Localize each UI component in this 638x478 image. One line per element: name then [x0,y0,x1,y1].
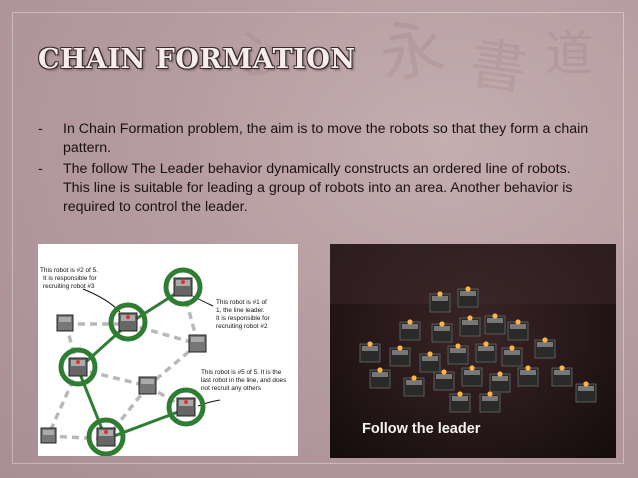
chain-ring-robot-3 [58,347,98,387]
photo-robot [433,369,455,391]
robot-icon [118,312,138,332]
robot-icon [68,357,88,377]
bullet-item: - The follow The Leader behavior dynamic… [38,160,598,217]
photo-robot [551,365,573,387]
photo-robot [431,321,453,343]
robots [40,277,207,447]
bullet-marker: - [38,161,43,177]
photo-caption: Follow the leader [362,421,481,437]
photo-robot [479,391,501,413]
chain-rings [58,267,206,457]
photo-robot [359,341,381,363]
robot-icon [40,427,57,444]
photo-robot [575,381,597,403]
background-calligraphy-1: 永 [374,10,450,94]
photo-robot [419,351,441,373]
photo-robot [459,315,481,337]
photo-robot [457,286,479,308]
label-robot-5: This robot is #5 of 5. It is the last ro… [201,369,288,392]
photo-robot [475,341,497,363]
background-calligraphy-3: 道 [545,26,594,82]
background-calligraphy-2: 書 [465,31,531,104]
slide-title: CHAIN FORMATION [38,44,356,75]
photo-robot [534,337,556,359]
photo-robot [517,365,539,387]
photo-robot [507,319,529,341]
photo-robot [399,319,421,341]
chain-diagram: This robot is #2 of 5. It is responsible… [38,244,298,457]
bullet-text: The follow The Leader behavior dynamical… [63,161,573,215]
chain-ring-robot-2 [108,302,148,342]
photo-robot [461,365,483,387]
robot-icon [176,397,196,417]
photo-robot [484,313,506,335]
label-robot-1: This robot is #1 of 1, the line leader. … [216,299,271,330]
robots-photo-svg [330,244,616,413]
robot-icon [56,314,74,332]
robots-photo: Follow the leader [330,244,616,458]
bullet-text: In Chain Formation problem, the aim is t… [63,121,589,156]
photo-robot [489,371,511,393]
photo-robot-cubes [359,286,597,413]
robot-icon [96,427,116,447]
photo-robot [447,343,469,365]
photo-robot [449,391,471,413]
photo-robot [389,345,411,367]
label-robot-2: This robot is #2 of 5. It is responsible… [40,267,100,290]
robot-icon [138,376,157,395]
chain-ring-robot-5 [166,387,206,427]
bullet-marker: - [38,121,43,137]
robot-icon [188,334,207,353]
bullet-list: - In Chain Formation problem, the aim is… [38,120,598,219]
chain-ring-robot-1 [163,267,203,307]
robot-icon [173,277,193,297]
photo-robot [501,345,523,367]
slide-frame [12,12,624,464]
photo-robot [369,367,391,389]
bullet-item: - In Chain Formation problem, the aim is… [38,120,598,158]
chain-diagram-svg: This robot is #2 of 5. It is responsible… [40,267,288,457]
photo-robot [429,291,451,313]
photo-robot [403,375,425,397]
chain-ring-robot-4 [86,417,126,457]
